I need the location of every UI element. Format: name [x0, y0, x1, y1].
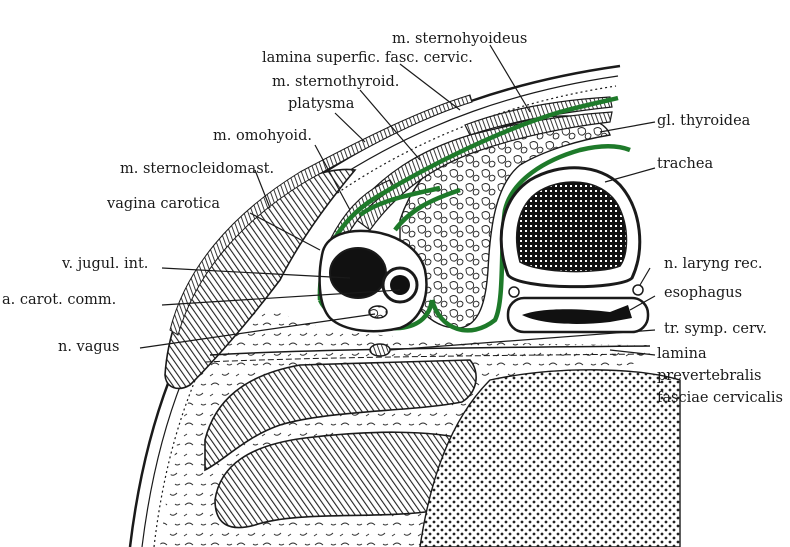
label-a-carotis: a. carot. comm. — [2, 292, 116, 308]
vagus-nerve — [369, 306, 387, 318]
internal-jugular-vein — [330, 248, 386, 298]
label-lamina-superficialis: lamina superfic. fasc. cervic. — [262, 50, 473, 66]
label-esophagus: esophagus — [664, 285, 742, 301]
n-laryngeus-rec-icon — [633, 285, 643, 295]
label-trachea: trachea — [657, 156, 713, 172]
label-lamina-prevert-3: fasciae cervicalis — [657, 390, 783, 406]
label-sternohyoideus: m. sternohyoideus — [392, 31, 527, 47]
label-n-vagus: n. vagus — [58, 339, 119, 355]
label-v-jugularis: v. jugul. int. — [61, 256, 148, 272]
trachea-lumen — [517, 182, 627, 272]
label-scm: m. sternocleidomast. — [120, 161, 274, 177]
label-tr-sympathicus: tr. symp. cerv. — [664, 321, 767, 337]
label-lamina-prevert-2: prevertebralis — [657, 368, 761, 384]
label-sternothyroid: m. sternothyroid. — [272, 74, 399, 90]
label-lamina-prevert-1: lamina — [657, 346, 707, 362]
label-vagina-carotica: vagina carotica — [106, 196, 220, 212]
label-n-laryngeus: n. laryng rec. — [664, 256, 762, 272]
sympathetic-trunk — [370, 344, 390, 356]
label-platysma: platysma — [288, 96, 355, 112]
label-gl-thyroidea: gl. thyroidea — [657, 113, 751, 129]
esophagus — [508, 298, 648, 332]
label-omohyoid: m. omohyoid. — [213, 128, 312, 144]
